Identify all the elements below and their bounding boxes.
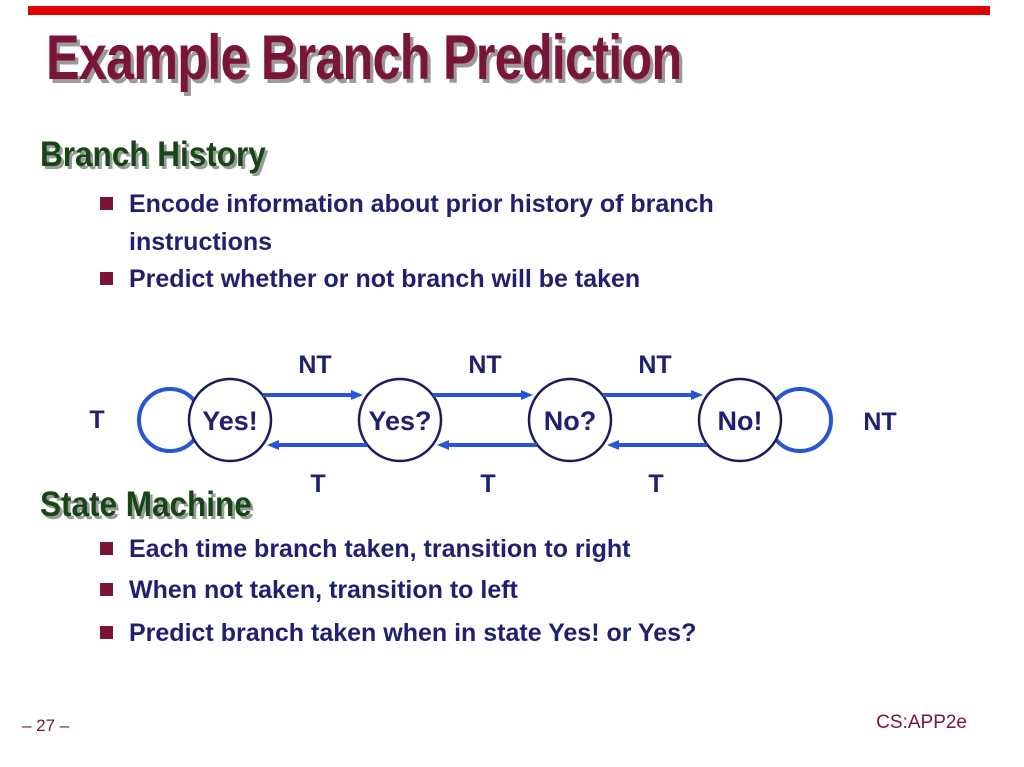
top-accent-bar [28, 6, 990, 15]
state-label: Yes? [368, 406, 431, 436]
edge-label-t: T [648, 470, 663, 498]
bullet-text: Encode information about prior history o… [129, 190, 714, 256]
state-label: Yes! [202, 406, 258, 436]
bullet-item: Predict branch taken when in state Yes! … [0, 614, 809, 652]
slide-title: Example Branch Prediction [46, 23, 682, 93]
section-heading-branch-history: Branch History [40, 135, 266, 174]
edge-label-nt: NT [468, 351, 501, 379]
bullet-item: Each time branch taken, transition to ri… [0, 530, 809, 568]
state-node [357, 377, 443, 463]
bullet-square-icon [100, 626, 113, 639]
state-label: No? [544, 406, 596, 436]
self-loop-label-t: T [89, 406, 104, 434]
bullet-square-icon [100, 583, 113, 596]
bullet-item: Predict whether or not branch will be ta… [0, 260, 809, 298]
bullet-square-icon [100, 542, 113, 555]
self-loop-label-nt: NT [863, 408, 896, 436]
state-node [527, 377, 613, 463]
state-machine-diagram: Yes! Yes? No? No! NT NT NT T T T T NT [89, 351, 896, 498]
bullet-item: Encode information about prior history o… [0, 185, 809, 261]
page-number: – 27 – [22, 716, 70, 735]
state-node [697, 377, 783, 463]
bullet-text: Predict branch taken when in state Yes! … [129, 619, 697, 647]
bullet-square-icon [100, 272, 113, 285]
edge-label-t: T [480, 470, 495, 498]
state-label: No! [718, 406, 763, 436]
bullet-text: Predict whether or not branch will be ta… [129, 265, 641, 293]
edge-label-nt: NT [638, 351, 671, 379]
edge-label-nt: NT [298, 351, 331, 379]
state-node [187, 377, 273, 463]
bullet-square-icon [100, 197, 113, 210]
edge-label-t: T [310, 470, 325, 498]
section-heading-state-machine: State Machine [40, 485, 252, 524]
course-label: CS:APP2e [876, 712, 967, 733]
bullet-text: When not taken, transition to left [129, 576, 518, 604]
bullet-item: When not taken, transition to left [0, 571, 809, 609]
bullet-text: Each time branch taken, transition to ri… [129, 535, 631, 563]
